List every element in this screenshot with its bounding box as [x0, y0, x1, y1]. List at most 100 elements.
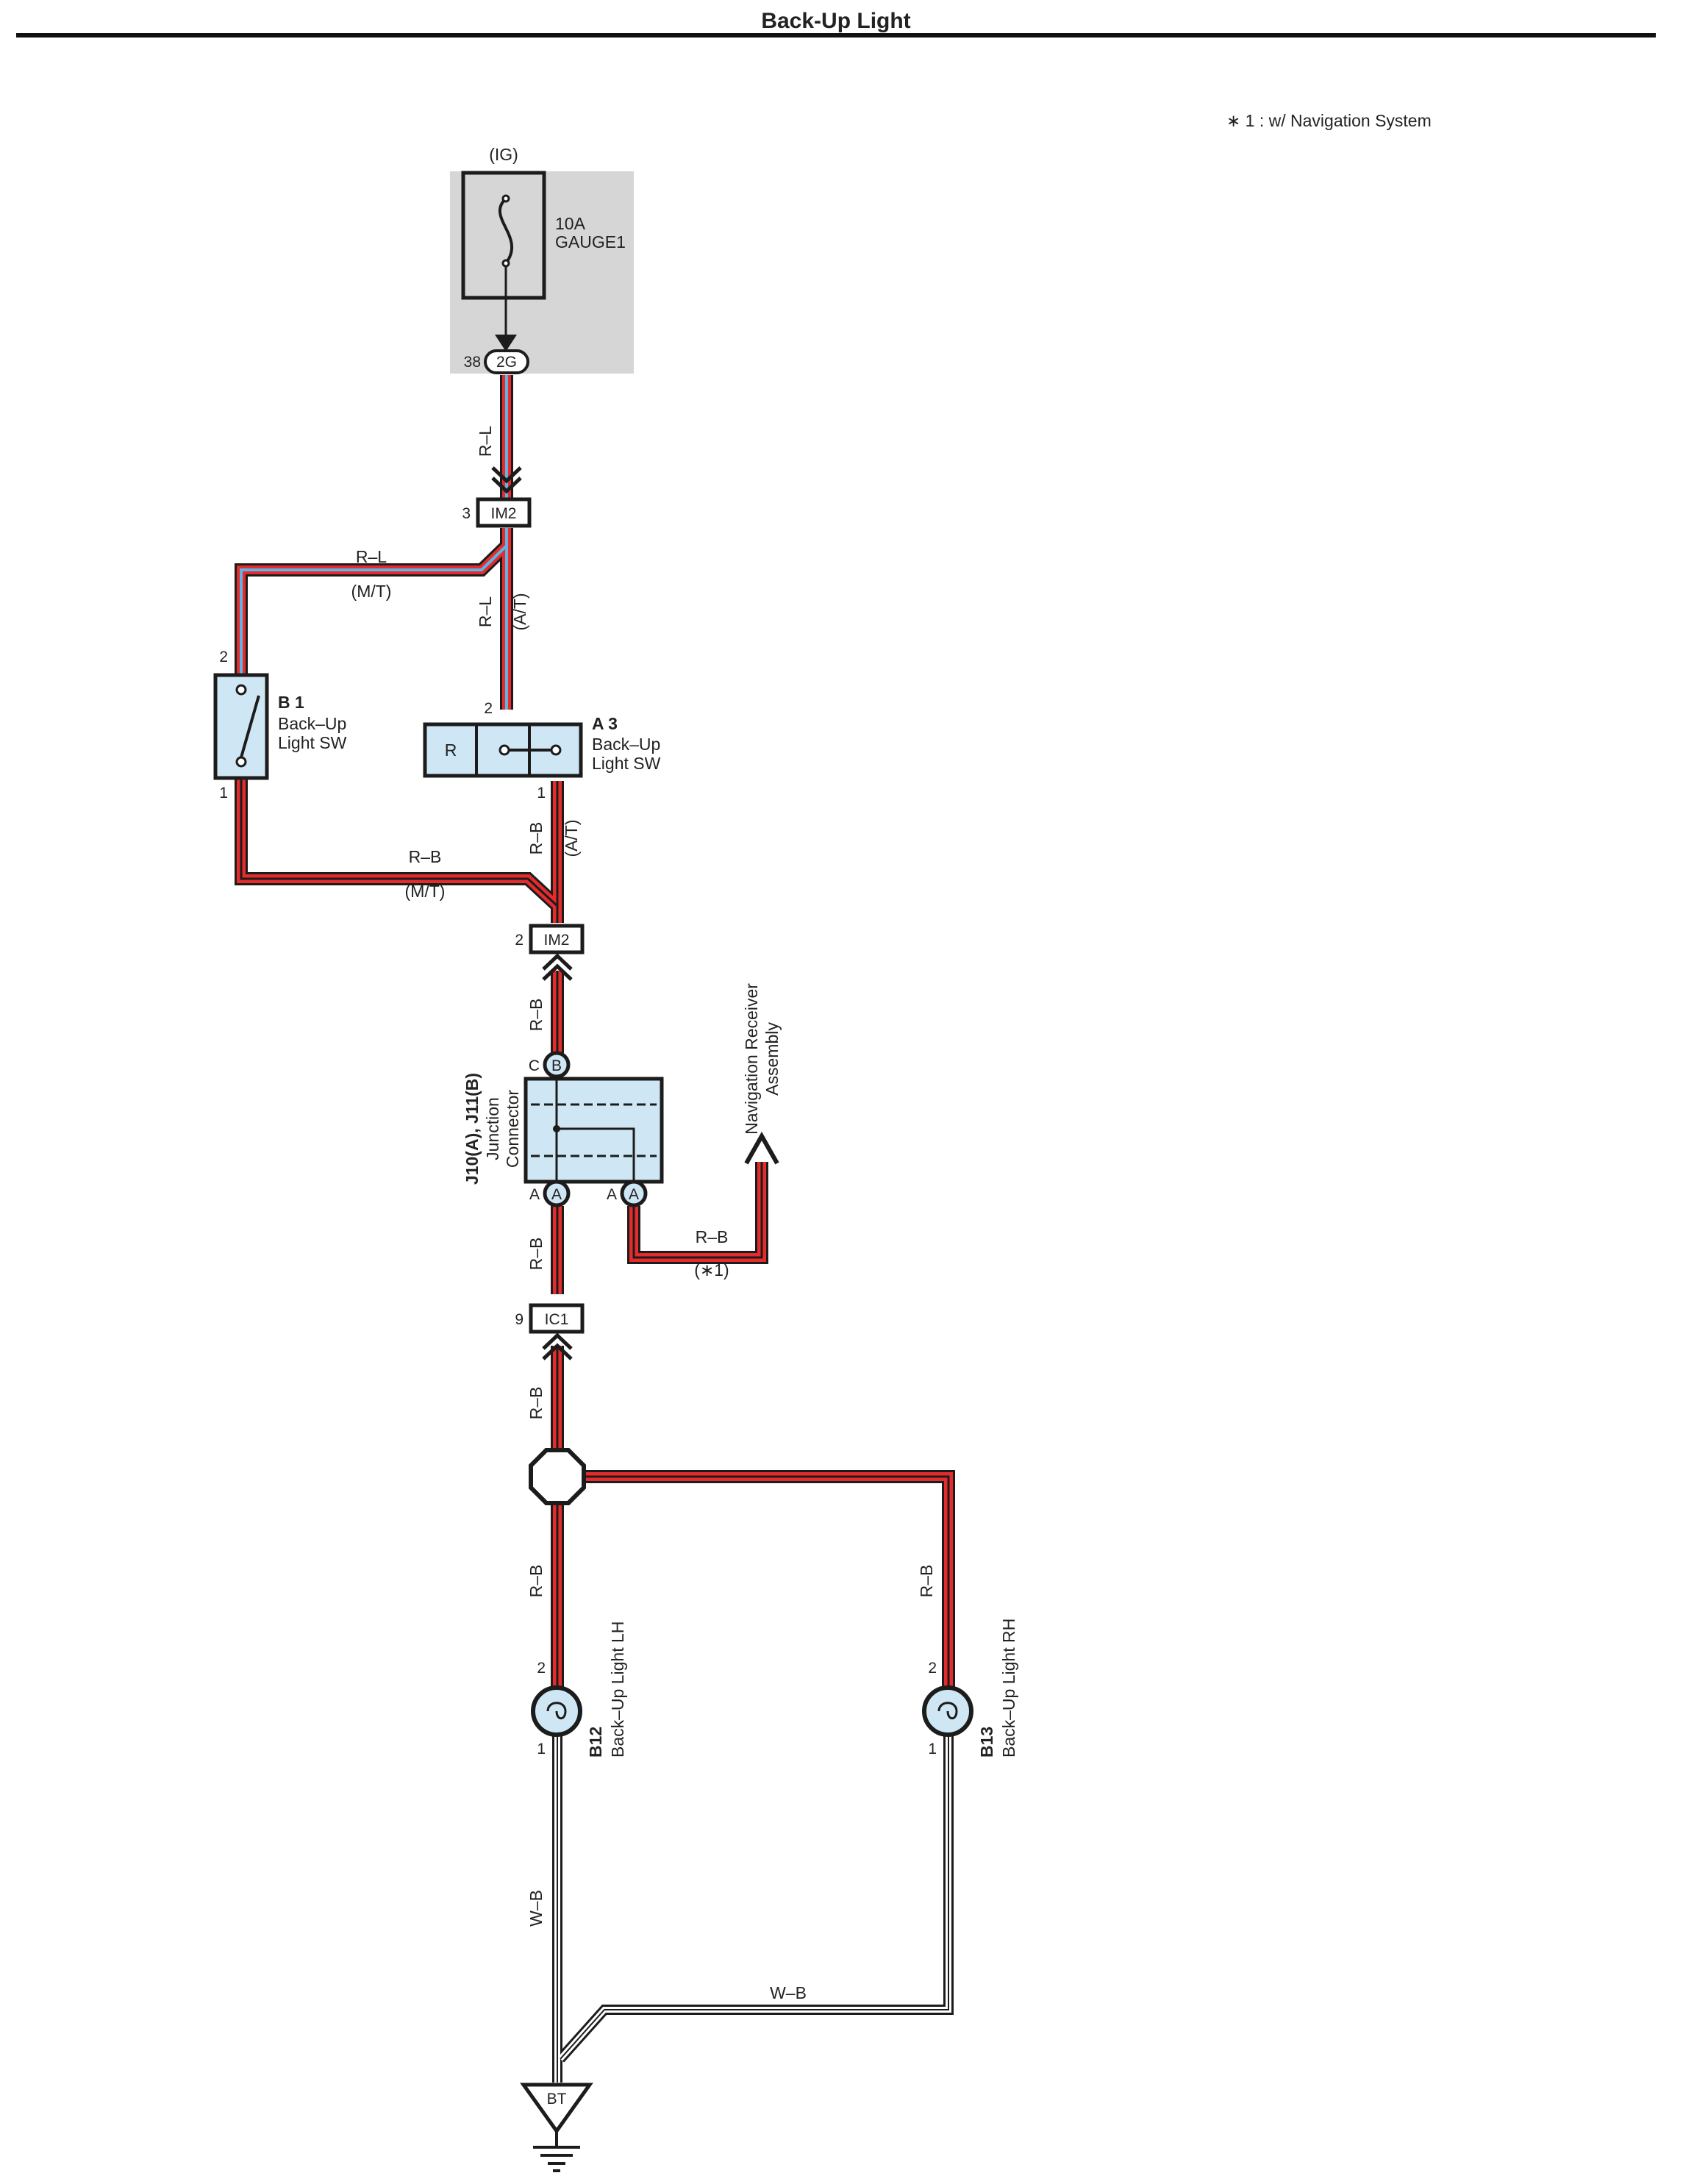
wire-rb-mt-outline	[235, 779, 562, 911]
switch-b1-pin-bottom: 1	[219, 785, 228, 802]
splice-point	[529, 1448, 586, 1505]
ground-icon	[533, 2146, 580, 2172]
title-rule	[16, 33, 1656, 38]
wire-wb-fill	[554, 1735, 951, 2083]
connector-im2-bottom-label: IM2	[543, 932, 569, 949]
wire-label-rb-2: R–B	[526, 999, 546, 1032]
lamp-lh-code: B12	[586, 1727, 605, 1757]
switch-b1-contact-bottom	[235, 756, 247, 768]
fuse-terminal-bottom	[501, 259, 510, 268]
lamp-rh-pin-bottom: 1	[928, 1741, 937, 1757]
diagram-title: Back-Up Light	[761, 9, 910, 33]
switch-a3-contact-left	[499, 744, 510, 756]
lamp-lh-name: Back–Up Light LH	[608, 1621, 627, 1757]
junction-pin-a-right: A	[607, 1186, 617, 1203]
bulb-icon	[546, 1702, 567, 1720]
wire-label-wb-rh: W–B	[770, 1983, 807, 2002]
wire-wb-outline	[552, 1735, 954, 2083]
chevron-up-icon	[542, 963, 573, 981]
switch-b1-name-line1: Back–Up	[278, 714, 346, 733]
ground-label: BT	[547, 2091, 567, 2108]
junction-connector	[524, 1077, 664, 1184]
wire-label-mt-bottom: (M/T)	[405, 882, 446, 901]
wire-black-tracer	[240, 779, 950, 1688]
junction-terminal-b	[543, 1051, 571, 1079]
connector-2g-label: 2G	[496, 354, 517, 371]
wire-label-rb-nav: R–B	[696, 1227, 729, 1246]
ground-point	[520, 2083, 593, 2135]
junction-node-icon	[553, 1125, 560, 1132]
switch-b1-pin-top: 2	[219, 649, 228, 665]
navigation-name-line1: Navigation Receiver	[742, 983, 761, 1135]
switch-a3-code: A 3	[592, 714, 618, 733]
junction-pin-c: C	[529, 1057, 540, 1074]
switch-a3-pin-top: 2	[484, 700, 493, 717]
wire-label-rb-rh: R–B	[917, 1565, 936, 1598]
lamp-rh-code: B13	[977, 1727, 996, 1757]
fuse-housing	[461, 171, 546, 300]
navigation-footnote: ∗ 1 : w/ Navigation System	[1226, 111, 1432, 130]
fuse-rating: 10A	[555, 214, 586, 233]
junction-terminal-a-left	[543, 1180, 571, 1207]
switch-b1-name-line2: Light SW	[278, 733, 347, 752]
wire-label-rb-mt: R–B	[409, 847, 442, 866]
wire-label-at-bottom: (A/T)	[562, 819, 581, 857]
switch-icon	[240, 695, 260, 758]
fuse-arrow-icon	[495, 335, 517, 351]
wire-label-rb-at: R–B	[526, 822, 546, 855]
wire-label-nav-note: (∗1)	[694, 1260, 729, 1280]
chevron-down-icon	[491, 477, 522, 494]
connector-2g-pin: 38	[464, 354, 481, 371]
wire-rb-rh-outline	[582, 1470, 955, 1688]
connector-im2-top-pin: 3	[462, 505, 471, 522]
wire-red-fill	[237, 375, 953, 1688]
junction-code: J10(A), J11(B)	[462, 1073, 482, 1185]
wire-label-wb-lh: W–B	[526, 1890, 546, 1927]
lamp-lh-pin-bottom: 1	[537, 1741, 546, 1757]
switch-a3-r-label: R	[445, 741, 457, 760]
switch-b1-contact-top	[235, 684, 247, 696]
wire-label-rl-1: R–L	[476, 426, 495, 457]
connector-im2-bottom-pin: 2	[515, 932, 524, 949]
power-source-label: (IG)	[489, 145, 518, 164]
wire-label-rl-mt: R–L	[356, 547, 387, 566]
connector-ic1-pin: 9	[515, 1311, 524, 1328]
wire-label-rb-3: R–B	[526, 1238, 546, 1271]
lamp-rh-pin-top: 2	[928, 1660, 937, 1677]
wire-blue-tracer	[240, 375, 508, 710]
arrow-up-icon	[744, 1131, 779, 1165]
junction-terminal-a-right	[620, 1180, 648, 1207]
chevron-up-icon	[542, 953, 573, 971]
junction-terminal-b-label: B	[551, 1057, 562, 1074]
connector-im2-top-label: IM2	[490, 505, 516, 522]
connector-2g	[484, 349, 529, 374]
switch-b1-code: B 1	[278, 693, 304, 712]
wire-label-rl-at: R–L	[476, 596, 495, 627]
lamp-rh-name: Back–Up Light RH	[999, 1619, 1018, 1757]
junction-name-line1: Junction	[483, 1097, 502, 1160]
wire-label-rb-lh: R–B	[526, 1565, 546, 1598]
bulb-icon	[937, 1702, 958, 1720]
fuse-icon	[498, 197, 514, 265]
junction-pin-a-left: A	[529, 1186, 540, 1203]
chevron-up-icon	[542, 1343, 573, 1360]
fuse-name: GAUGE1	[555, 232, 626, 251]
junction-bus-branch	[557, 1127, 635, 1182]
fuse-terminal-top	[501, 194, 510, 203]
chevron-down-icon	[491, 466, 522, 484]
junction-name-line2: Connector	[503, 1090, 522, 1168]
navigation-name-line2: Assembly	[762, 1022, 782, 1096]
connector-im2-bottom	[529, 924, 585, 954]
lamp-lh-pin-top: 2	[537, 1660, 546, 1677]
chevron-up-icon	[542, 1332, 573, 1350]
switch-a3-pin-bottom: 1	[537, 785, 546, 802]
junction-terminal-a-left-label: A	[551, 1186, 562, 1203]
connector-ic1	[529, 1303, 585, 1334]
wire-label-mt-top: (M/T)	[351, 582, 392, 601]
switch-a3-name-line2: Light SW	[592, 754, 661, 773]
switch-a3-contact-right	[550, 744, 562, 756]
wire-label-at-top: (A/T)	[510, 593, 529, 630]
switch-a3-name-line1: Back–Up	[592, 735, 660, 754]
connector-ic1-label: IC1	[545, 1311, 569, 1328]
